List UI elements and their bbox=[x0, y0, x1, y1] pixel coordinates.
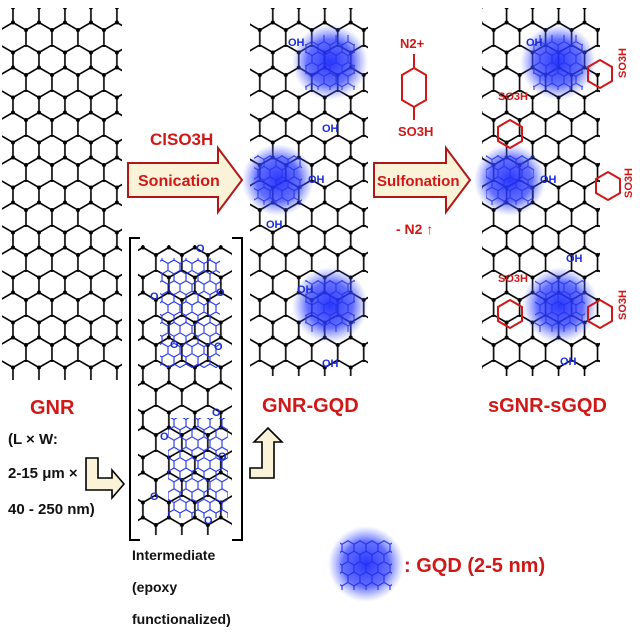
byproduct-n2: - N2 ↑ bbox=[396, 221, 433, 237]
intermediate-line2: (epoxy bbox=[132, 579, 177, 595]
oh-label: OH bbox=[322, 123, 339, 135]
gnr-gqd-ribbon: OH OH OH OH OH OH bbox=[242, 8, 368, 376]
intermediate-line1: Intermediate bbox=[132, 547, 215, 563]
so3h-label: SO3H bbox=[617, 48, 629, 78]
oh-label: OH bbox=[266, 219, 283, 231]
oh-label: OH bbox=[322, 358, 339, 370]
reagent-so3h: SO3H bbox=[398, 124, 433, 139]
sonication-arrow: ClSO3H Sonication bbox=[127, 130, 244, 215]
so3h-label: SO3H bbox=[498, 273, 528, 285]
sgqd-dot-1 bbox=[520, 24, 596, 100]
gnr-dims-line3: 40 - 250 nm) bbox=[8, 501, 95, 518]
oh-label: OH bbox=[540, 174, 557, 186]
gnr-dims-line1: (L × W: bbox=[8, 431, 58, 448]
intermediate-line3: functionalized) bbox=[132, 611, 231, 627]
gqd-legend: : GQD (2-5 nm) bbox=[328, 526, 545, 602]
svg-text:O: O bbox=[170, 339, 179, 351]
so3h-label: SO3H bbox=[498, 91, 528, 103]
oh-label: OH bbox=[566, 253, 583, 265]
gnr-dims-line2: 2-15 μm × bbox=[8, 465, 78, 482]
oh-label: OH bbox=[526, 37, 543, 49]
process-sonication: Sonication bbox=[138, 173, 220, 190]
reagent-n2-plus: N2+ bbox=[400, 36, 425, 51]
gqd-legend-label: : GQD (2-5 nm) bbox=[404, 555, 545, 577]
bent-arrow-1 bbox=[85, 457, 126, 501]
svg-text:O: O bbox=[216, 287, 225, 299]
svg-text:O: O bbox=[150, 291, 159, 303]
so3h-label: SO3H bbox=[623, 168, 635, 198]
svg-text:O: O bbox=[160, 431, 169, 443]
bent-arrow-2 bbox=[249, 426, 284, 479]
epoxy-groups: O O O O O O O O O O bbox=[150, 243, 227, 527]
sulfonation-arrow: Sulfonation - N2 ↑ N2+ SO3H bbox=[373, 36, 472, 237]
label-gnr: GNR bbox=[30, 397, 75, 419]
benzene-so3h-group bbox=[497, 58, 621, 330]
gqd-dot-2 bbox=[242, 144, 314, 216]
sgqd-dot-2 bbox=[474, 144, 546, 216]
svg-text:O: O bbox=[204, 515, 213, 527]
oh-label: OH bbox=[308, 174, 325, 186]
svg-text:O: O bbox=[214, 341, 223, 353]
so3h-label: SO3H bbox=[617, 290, 629, 320]
svg-text:O: O bbox=[212, 407, 221, 419]
svg-text:O: O bbox=[218, 451, 227, 463]
process-sulfonation: Sulfonation bbox=[377, 173, 460, 190]
benzene-ring-icon bbox=[401, 66, 427, 109]
oh-label: OH bbox=[560, 356, 577, 368]
label-gnr-gqd: GNR-GQD bbox=[262, 395, 359, 417]
svg-text:O: O bbox=[150, 491, 159, 503]
gqd-dot-3 bbox=[292, 267, 368, 343]
sgnr-sgqd-ribbon: SO3H SO3H SO3H SO3H SO3H OH OH OH OH bbox=[474, 8, 635, 376]
intermediate-ribbon: O O O O O O O O O O bbox=[129, 237, 243, 541]
oh-label: OH bbox=[297, 284, 314, 296]
svg-text:O: O bbox=[196, 243, 205, 255]
gnr-ribbon bbox=[2, 8, 122, 380]
oh-label: OH bbox=[288, 37, 305, 49]
sgqd-dot-3 bbox=[522, 267, 598, 343]
gqd-dot-1 bbox=[292, 24, 368, 100]
label-sgnr-sgqd: sGNR-sGQD bbox=[488, 395, 607, 417]
reagent-clso3h: ClSO3H bbox=[150, 130, 213, 149]
